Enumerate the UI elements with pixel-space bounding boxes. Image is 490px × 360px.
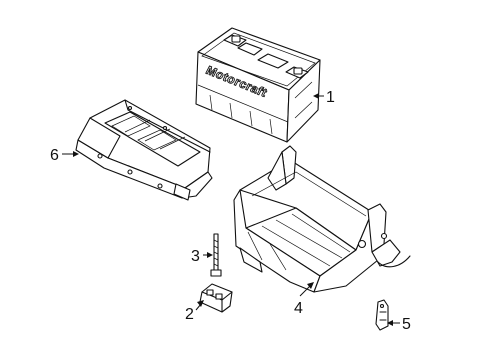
battery: Motorcraft	[195, 27, 321, 143]
battery-cover	[75, 99, 213, 201]
hold-down-clamp	[199, 283, 233, 313]
callout-4: 4	[294, 282, 314, 317]
callout-2: 2	[185, 300, 204, 323]
callout-number: 5	[402, 316, 411, 333]
callout-6: 6	[50, 147, 79, 164]
callout-5: 5	[387, 316, 411, 333]
callout-number: 2	[185, 306, 194, 323]
bracket-clip	[375, 299, 389, 331]
callout-number: 6	[50, 147, 59, 164]
callout-number: 3	[191, 248, 200, 265]
callout-3: 3	[191, 248, 213, 265]
battery-tray	[233, 145, 411, 293]
callout-1: 1	[313, 89, 335, 106]
callout-number: 1	[326, 89, 335, 106]
hold-down-bolt	[210, 233, 222, 277]
callout-number: 4	[294, 300, 303, 317]
